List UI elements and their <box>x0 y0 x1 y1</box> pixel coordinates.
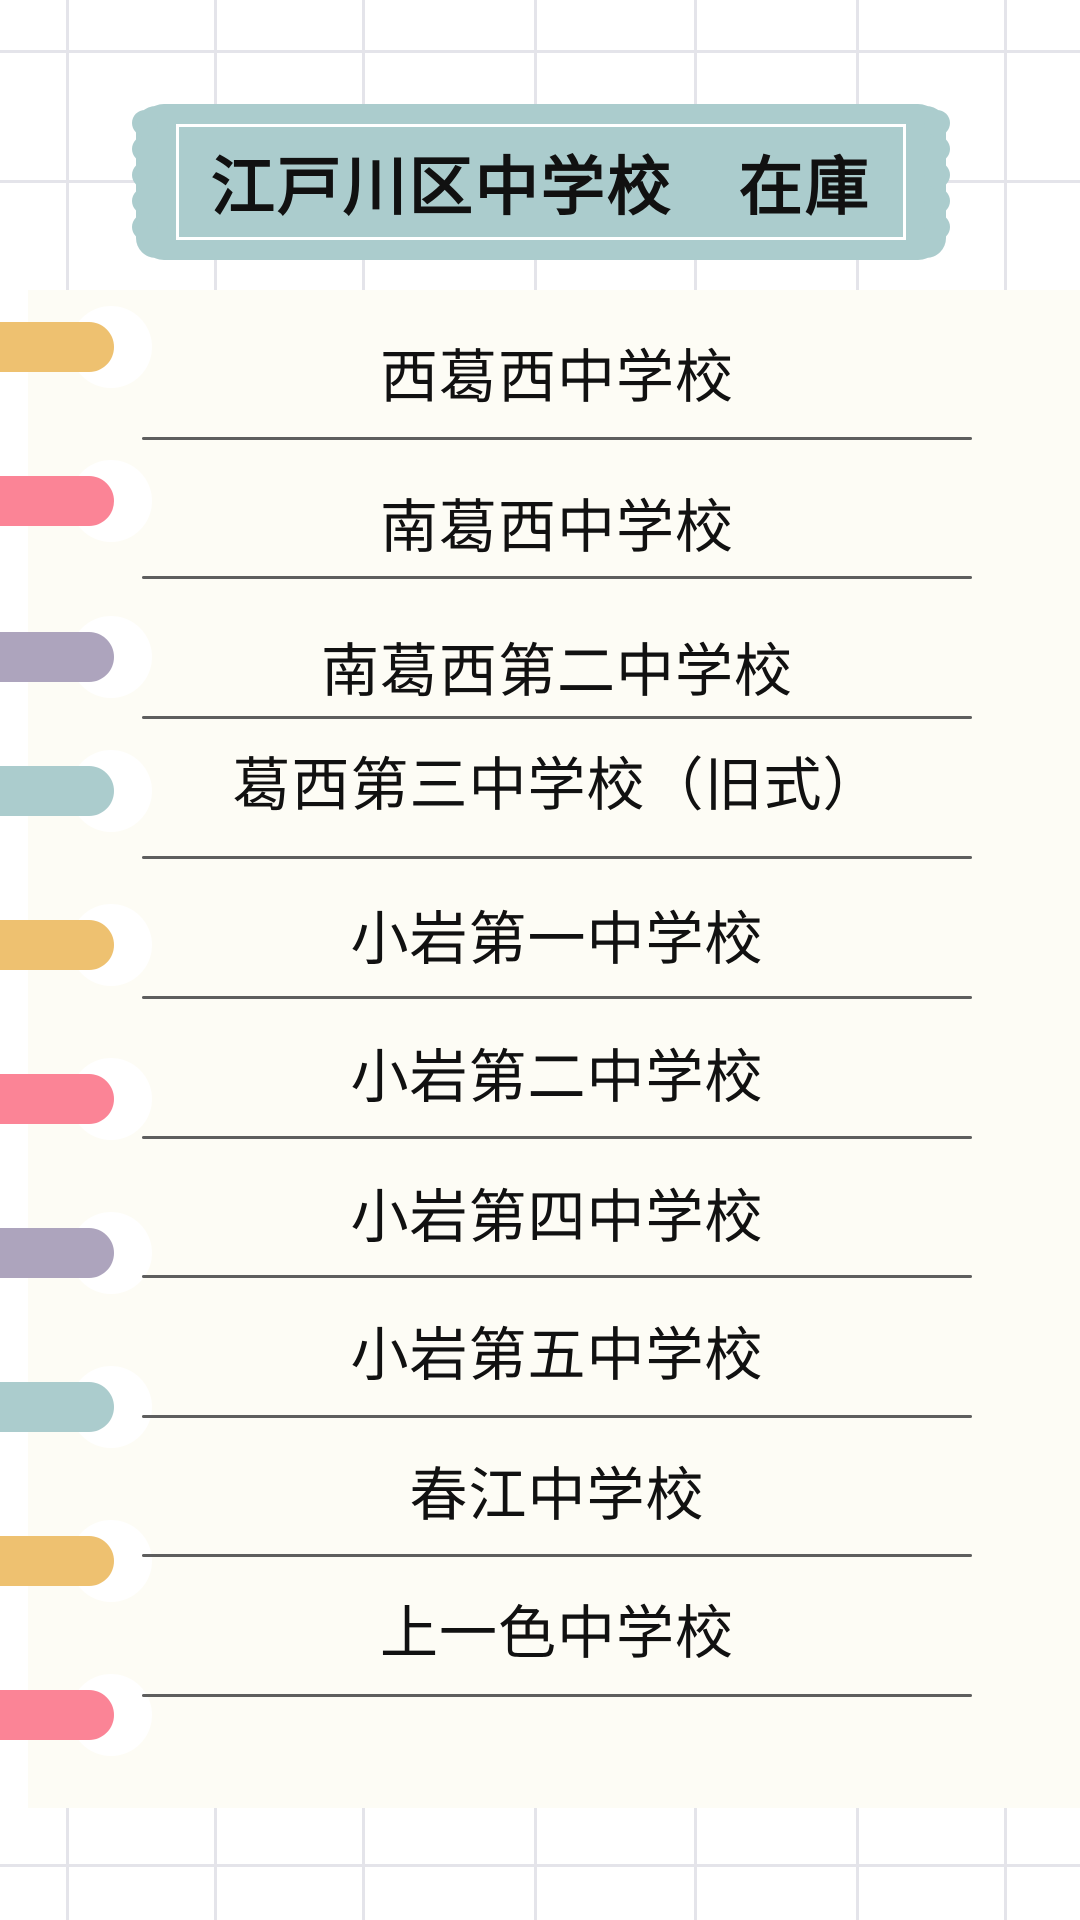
list-item[interactable]: 小岩第五中学校 <box>142 1300 972 1400</box>
school-name: 小岩第二中学校 <box>350 1043 764 1111</box>
row-divider <box>142 1415 972 1418</box>
color-tab <box>0 632 114 682</box>
color-tab <box>0 1382 114 1432</box>
school-name: 春江中学校 <box>409 1461 705 1529</box>
banner-scallop <box>132 136 158 162</box>
banner-scallop <box>924 214 950 240</box>
list-item[interactable]: 春江中学校 <box>142 1440 972 1540</box>
list-item[interactable]: 上一色中学校 <box>142 1578 972 1678</box>
banner-scallop <box>924 136 950 162</box>
title-banner: 江戸川区中学校 在庫 <box>132 104 950 260</box>
banner-scallop <box>924 110 950 136</box>
list-item[interactable]: 小岩第一中学校 <box>142 884 972 984</box>
grid-line <box>0 1864 1080 1867</box>
page-title: 江戸川区中学校 在庫 <box>211 151 871 225</box>
school-name: 葛西第三中学校（旧式） <box>232 751 882 819</box>
list-item[interactable]: 西葛西中学校 <box>142 322 972 422</box>
row-divider <box>142 1694 972 1697</box>
banner-scallop <box>924 188 950 214</box>
school-name: 西葛西中学校 <box>379 343 734 411</box>
school-name: 南葛西第二中学校 <box>320 637 793 705</box>
color-tab <box>0 1228 114 1278</box>
school-name: 上一色中学校 <box>379 1599 734 1667</box>
list-item[interactable]: 南葛西第二中学校 <box>142 616 972 716</box>
color-tab <box>0 920 114 970</box>
color-tab <box>0 1536 114 1586</box>
row-divider <box>142 437 972 440</box>
row-divider <box>142 1554 972 1557</box>
row-divider <box>142 856 972 859</box>
banner-scallop <box>132 110 158 136</box>
title-frame: 江戸川区中学校 在庫 <box>176 124 906 240</box>
row-divider <box>142 1136 972 1139</box>
banner-scallop <box>132 214 158 240</box>
color-tab <box>0 1074 114 1124</box>
row-divider <box>142 716 972 719</box>
row-divider <box>142 1275 972 1278</box>
banner-scallop <box>132 188 158 214</box>
school-name: 小岩第一中学校 <box>350 905 764 973</box>
school-name: 小岩第五中学校 <box>350 1321 764 1389</box>
school-name: 南葛西中学校 <box>379 493 734 561</box>
list-item[interactable]: 葛西第三中学校（旧式） <box>142 730 972 830</box>
list-item[interactable]: 南葛西中学校 <box>142 472 972 572</box>
list-item[interactable]: 小岩第四中学校 <box>142 1162 972 1262</box>
banner-scallop <box>132 162 158 188</box>
color-tab <box>0 1690 114 1740</box>
color-tab <box>0 766 114 816</box>
school-name: 小岩第四中学校 <box>350 1183 764 1251</box>
color-tab <box>0 476 114 526</box>
grid-line <box>0 50 1080 53</box>
banner-scallop <box>924 162 950 188</box>
list-item[interactable]: 小岩第二中学校 <box>142 1022 972 1122</box>
row-divider <box>142 576 972 579</box>
row-divider <box>142 996 972 999</box>
color-tab <box>0 322 114 372</box>
